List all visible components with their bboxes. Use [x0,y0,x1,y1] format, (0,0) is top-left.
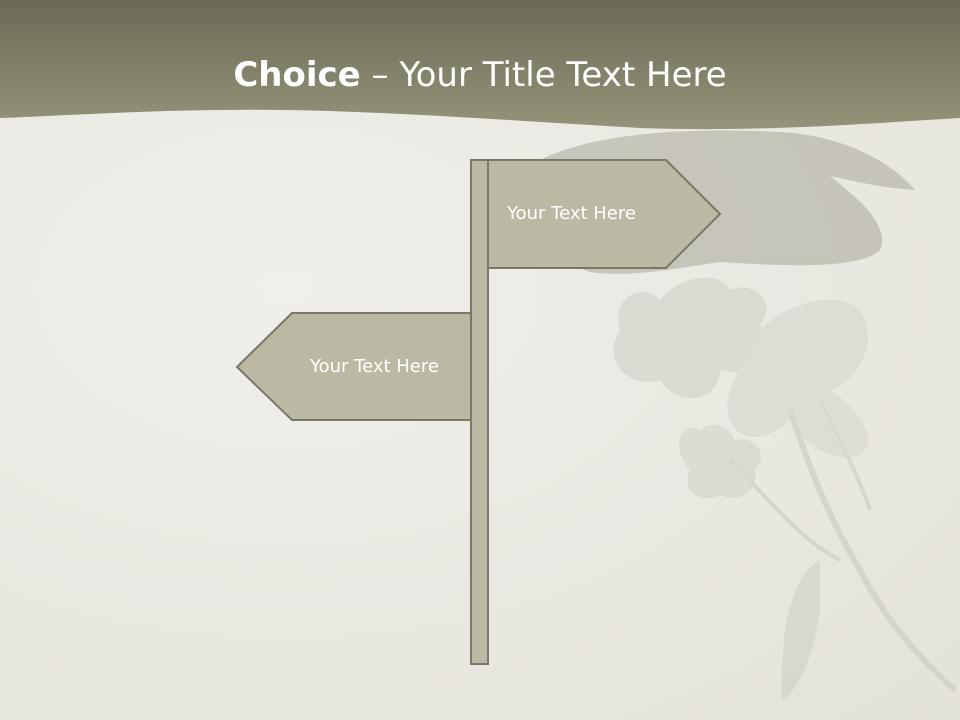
sign-right-label: Your Text Here [507,203,636,224]
signpost-pole [470,159,489,665]
slide-title: Choice – Your Title Text Here [0,52,960,98]
sign-left-label: Your Text Here [310,356,439,377]
title-bold: Choice [233,55,361,95]
title-rest: – Your Title Text Here [360,55,727,95]
header-band [0,0,960,130]
sign-right [487,159,722,269]
sign-left [235,312,472,421]
